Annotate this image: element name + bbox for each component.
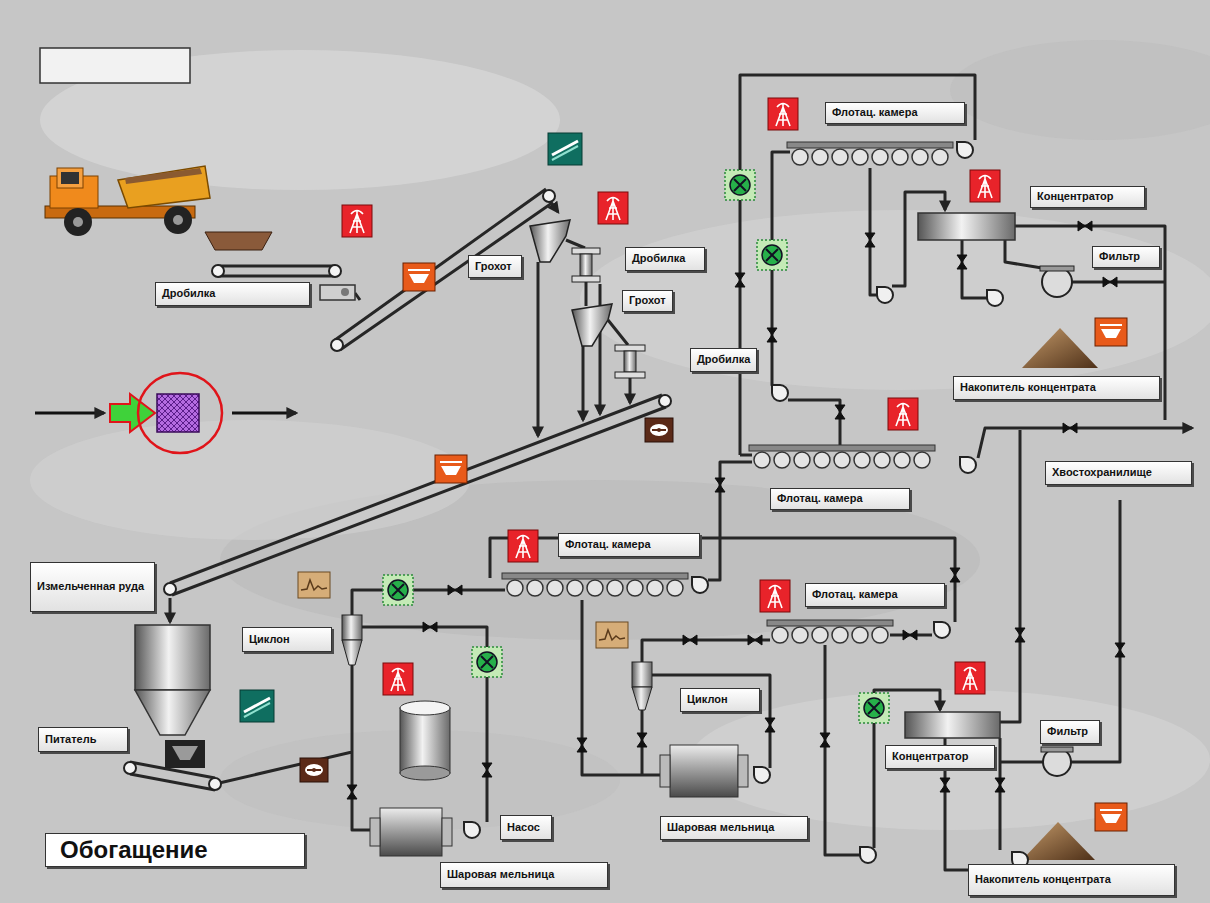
label-box: Шаровая мельница — [660, 816, 808, 840]
label-text: Циклон — [687, 693, 753, 707]
meters — [383, 170, 889, 723]
label-box: Накопитель концентрата — [953, 376, 1160, 400]
diagram-title-box: Обогащение — [45, 833, 305, 867]
label-box: Концентратор — [1030, 186, 1145, 208]
label-box: Питатель — [38, 727, 128, 752]
label-text: Концентратор — [1037, 190, 1138, 204]
empty-box — [40, 48, 190, 83]
label-text: Насос — [507, 821, 545, 835]
label-text: Циклон — [249, 633, 325, 647]
label-box: Хвостохранилище — [1045, 461, 1192, 485]
pumps — [464, 142, 1028, 868]
label-text: Накопитель концентрата — [975, 873, 1168, 887]
label-box: Измельченная руда — [30, 562, 155, 612]
conveyor-pulleys — [124, 190, 671, 790]
label-text: Флотац. камера — [777, 492, 903, 506]
label-text: Флотац. камера — [812, 588, 938, 602]
label-text: Флотац. камера — [832, 106, 958, 120]
label-box: Фильтр — [1040, 720, 1100, 744]
label-box: Дробилка — [625, 247, 705, 271]
label-text: Дробилка — [697, 353, 750, 367]
label-box: Концентратор — [885, 745, 995, 769]
label-box: Флотац. камера — [805, 583, 945, 607]
label-box: Циклон — [680, 688, 760, 712]
flotation-cells — [502, 142, 953, 645]
valves — [347, 221, 1125, 799]
label-text: Шаровая мельница — [667, 821, 801, 835]
status-icons — [240, 98, 1127, 831]
label-text: Флотац. камера — [565, 538, 693, 552]
label-text: Концентратор — [892, 750, 988, 764]
label-text: Питатель — [45, 733, 121, 747]
label-box: Флотац. камера — [558, 533, 700, 557]
label-text: Фильтр — [1047, 725, 1093, 739]
label-box: Шаровая мельница — [440, 862, 608, 888]
label-text: Грохот — [475, 260, 515, 274]
label-box: Флотац. камера — [770, 488, 910, 510]
label-box: Фильтр — [1092, 246, 1160, 268]
label-box: Насос — [500, 815, 552, 840]
pipelines — [130, 75, 1192, 870]
label-text: Дробилка — [162, 287, 303, 301]
label-box: Циклон — [242, 627, 332, 652]
label-text: Фильтр — [1099, 250, 1153, 264]
label-text: Измельченная руда — [37, 580, 148, 594]
label-box: Дробилка — [690, 348, 757, 372]
label-text: Шаровая мельница — [447, 868, 601, 882]
label-box: Дробилка — [155, 282, 310, 306]
dump-truck — [45, 166, 210, 236]
label-box: Грохот — [468, 255, 522, 278]
label-text: Накопитель концентрата — [960, 381, 1153, 395]
label-box: Флотац. камера — [825, 102, 965, 124]
label-text: Хвостохранилище — [1052, 466, 1185, 480]
label-box: Грохот — [622, 290, 673, 312]
diagram-title: Обогащение — [60, 836, 208, 864]
silo-and-feeder — [135, 625, 210, 768]
label-text: Грохот — [629, 294, 666, 308]
flow-indicator — [35, 373, 296, 453]
label-box: Накопитель концентрата — [968, 864, 1175, 896]
label-text: Дробилка — [632, 252, 698, 266]
